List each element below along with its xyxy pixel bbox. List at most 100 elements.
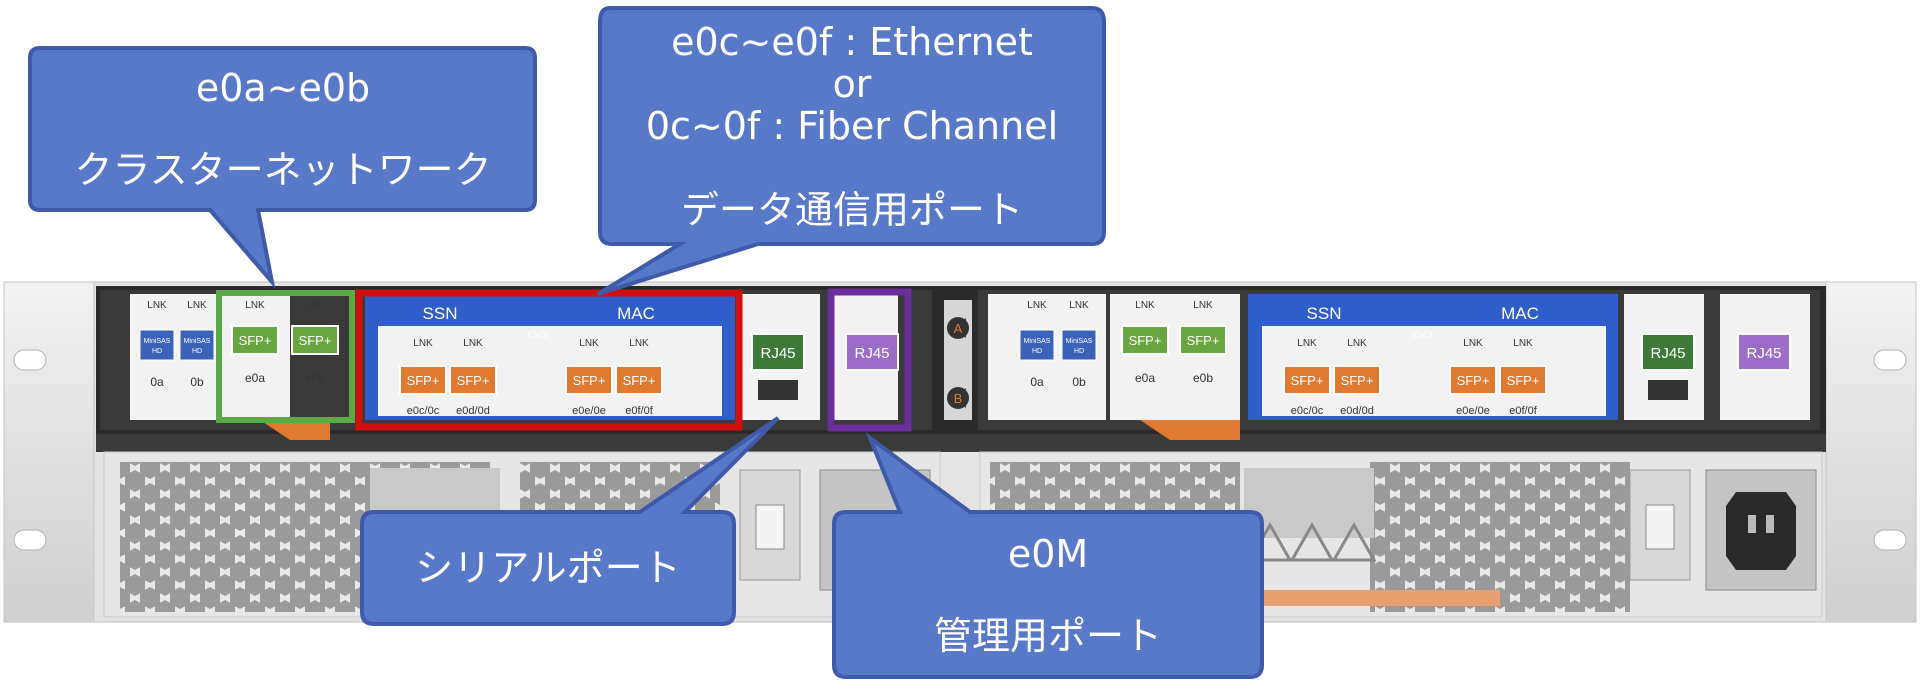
callout-data-line-3: 0c~0f : Fiber Channel <box>645 104 1059 148</box>
ssn-label-b: SSN <box>1307 304 1342 323</box>
minisas-port-b-1 <box>1061 329 1097 361</box>
minisas-port-b-0-label: MiniSAS <box>1024 338 1051 345</box>
callout-shapes <box>28 6 1264 679</box>
minisas-port-b-1-label: MiniSAS <box>1066 338 1093 345</box>
lnk-cluster-a-0: LNK <box>245 300 265 311</box>
sfp-data-port-a-1 <box>449 365 497 395</box>
lnk-data-b-3: LNK <box>1513 338 1533 349</box>
highlight-cluster-ports <box>216 290 355 423</box>
callout-cluster: e0a~e0b クラスターネットワーク <box>34 52 532 206</box>
callout-serial-line-1: シリアルポート <box>415 546 681 590</box>
sfp-data-port-b-1 <box>1333 365 1381 395</box>
sfp-cluster-port-b-0-label: SFP+ <box>1129 333 1162 348</box>
sfp-cluster-port-b-1-label: SFP+ <box>1187 333 1220 348</box>
minisas-port-a-1-label-2: HD <box>192 348 202 355</box>
lnk-data-a-3: LNK <box>629 338 649 349</box>
ssn-label-a: SSN <box>423 304 458 323</box>
data-port-label-a-0: e0c/0c <box>407 405 440 417</box>
sfp-data-port-a-0-label: SFP+ <box>407 373 440 388</box>
highlight-mgmt-port <box>827 288 912 432</box>
cluster-port-label-b-0: e0a <box>1135 371 1155 385</box>
lnk-cluster-b-1: LNK <box>1193 300 1213 311</box>
sfp-data-port-b-2 <box>1449 365 1497 395</box>
sfp-data-port-b-2-label: SFP+ <box>1457 373 1490 388</box>
data-port-label-b-2: e0e/0e <box>1456 405 1490 417</box>
callout-mgmt-line-3: 管理用ポート <box>933 614 1162 658</box>
minisas-port-a-0 <box>139 329 175 361</box>
slot-badges: A B <box>944 300 972 420</box>
sfp-data-port-a-3-label: SFP+ <box>623 373 656 388</box>
rj45-mgmt-port-a <box>845 333 899 371</box>
data-port-label-b-3: e0f/0f <box>1509 405 1537 417</box>
minisas-port-b-0 <box>1019 329 1055 361</box>
minisas-port-a-1 <box>179 329 215 361</box>
sfp-cluster-port-b-1 <box>1179 325 1227 355</box>
callout-mgmt: e0M 管理用ポート <box>838 516 1258 674</box>
sfp-data-port-b-1-label: SFP+ <box>1341 373 1374 388</box>
port-layer: LNK MiniSAS HD 0a LNK MiniSAS HD 0b LNK SFP+ e0a LN… <box>139 300 1791 417</box>
data-port-label-a-3: e0f/0f <box>625 405 653 417</box>
callout-cluster-line-1: e0a~e0b <box>195 66 371 110</box>
lnk-data-b-1: LNK <box>1347 338 1367 349</box>
slot-badge-a: A <box>954 321 963 336</box>
sfp-data-port-a-2 <box>565 365 613 395</box>
sas-port-label-a-0: 0a <box>150 375 164 389</box>
sas-port-label-b-0: 0a <box>1030 375 1044 389</box>
sfp-data-port-a-2-label: SFP+ <box>573 373 606 388</box>
lnk-data-a-1: LNK <box>463 338 483 349</box>
minisas-port-a-0-label-2: HD <box>152 348 162 355</box>
callout-serial: シリアルポート <box>366 516 730 620</box>
lnk-data-a-0: LNK <box>413 338 433 349</box>
callout-mgmt-shape <box>832 432 1264 679</box>
rj45-mgmt-port-b-label: RJ45 <box>1746 345 1781 362</box>
callout-mgmt-line-1: e0M <box>1007 532 1089 576</box>
lnk-cluster-a-1: LNK <box>305 300 325 311</box>
callout-cluster-line-3: クラスターネットワーク <box>74 148 492 192</box>
mac-label-a: MAC <box>617 304 655 323</box>
controller-b <box>978 290 1820 440</box>
rj45-serial-port-b <box>1641 333 1695 371</box>
sfp-cluster-port-a-0-label: SFP+ <box>239 333 272 348</box>
slot-badge-b: B <box>954 391 963 406</box>
sfp-cluster-port-a-1-label: SFP+ <box>299 333 332 348</box>
sfp-data-port-b-0 <box>1283 365 1331 395</box>
sfp-data-port-b-3 <box>1499 365 1547 395</box>
callout-data-shape <box>596 6 1106 296</box>
sfp-data-port-a-1-label: SFP+ <box>457 373 490 388</box>
sfp-data-port-a-0 <box>399 365 447 395</box>
lnk-data-b-0: LNK <box>1297 338 1317 349</box>
lnk-sas-b-1: LNK <box>1069 300 1089 311</box>
sfp-data-port-a-3 <box>615 365 663 395</box>
rj45-mgmt-port-b <box>1737 333 1791 371</box>
callout-cluster-shape <box>28 46 537 290</box>
sfp-data-port-b-0-label: SFP+ <box>1291 373 1324 388</box>
lnk-sas-a-0: LNK <box>147 300 167 311</box>
sas-port-label-b-1: 0b <box>1072 375 1086 389</box>
sfp-cluster-port-a-0 <box>231 325 279 355</box>
data-port-label-b-1: e0d/0d <box>1340 405 1374 417</box>
ioioi-label-b: IOIOI <box>1411 330 1433 340</box>
highlight-data-ports <box>355 289 743 431</box>
data-port-label-a-1: e0d/0d <box>456 405 490 417</box>
cluster-port-label-a-1: e0b <box>305 371 325 385</box>
callout-data-line-2: or <box>832 62 872 106</box>
mac-label-b: MAC <box>1501 304 1539 323</box>
lnk-data-b-2: LNK <box>1463 338 1483 349</box>
sfp-cluster-port-b-0 <box>1121 325 1169 355</box>
minisas-port-a-0-label: MiniSAS <box>144 338 171 345</box>
lnk-cluster-b-0: LNK <box>1135 300 1155 311</box>
minisas-port-a-1-label: MiniSAS <box>184 338 211 345</box>
usb-port-b <box>1648 380 1688 400</box>
sas-port-label-a-1: 0b <box>190 375 204 389</box>
rj45-serial-port-a-label: RJ45 <box>760 345 795 362</box>
callout-data-line-1: e0c~e0f : Ethernet <box>671 20 1033 64</box>
rj45-serial-port-b-label: RJ45 <box>1650 345 1685 362</box>
lnk-data-a-2: LNK <box>579 338 599 349</box>
ioioi-label-a: IOIOI <box>527 330 549 340</box>
usb-port-a <box>758 380 798 400</box>
cluster-port-label-a-0: e0a <box>245 371 265 385</box>
lnk-sas-a-1: LNK <box>187 300 207 311</box>
minisas-port-b-0-label-2: HD <box>1032 348 1042 355</box>
